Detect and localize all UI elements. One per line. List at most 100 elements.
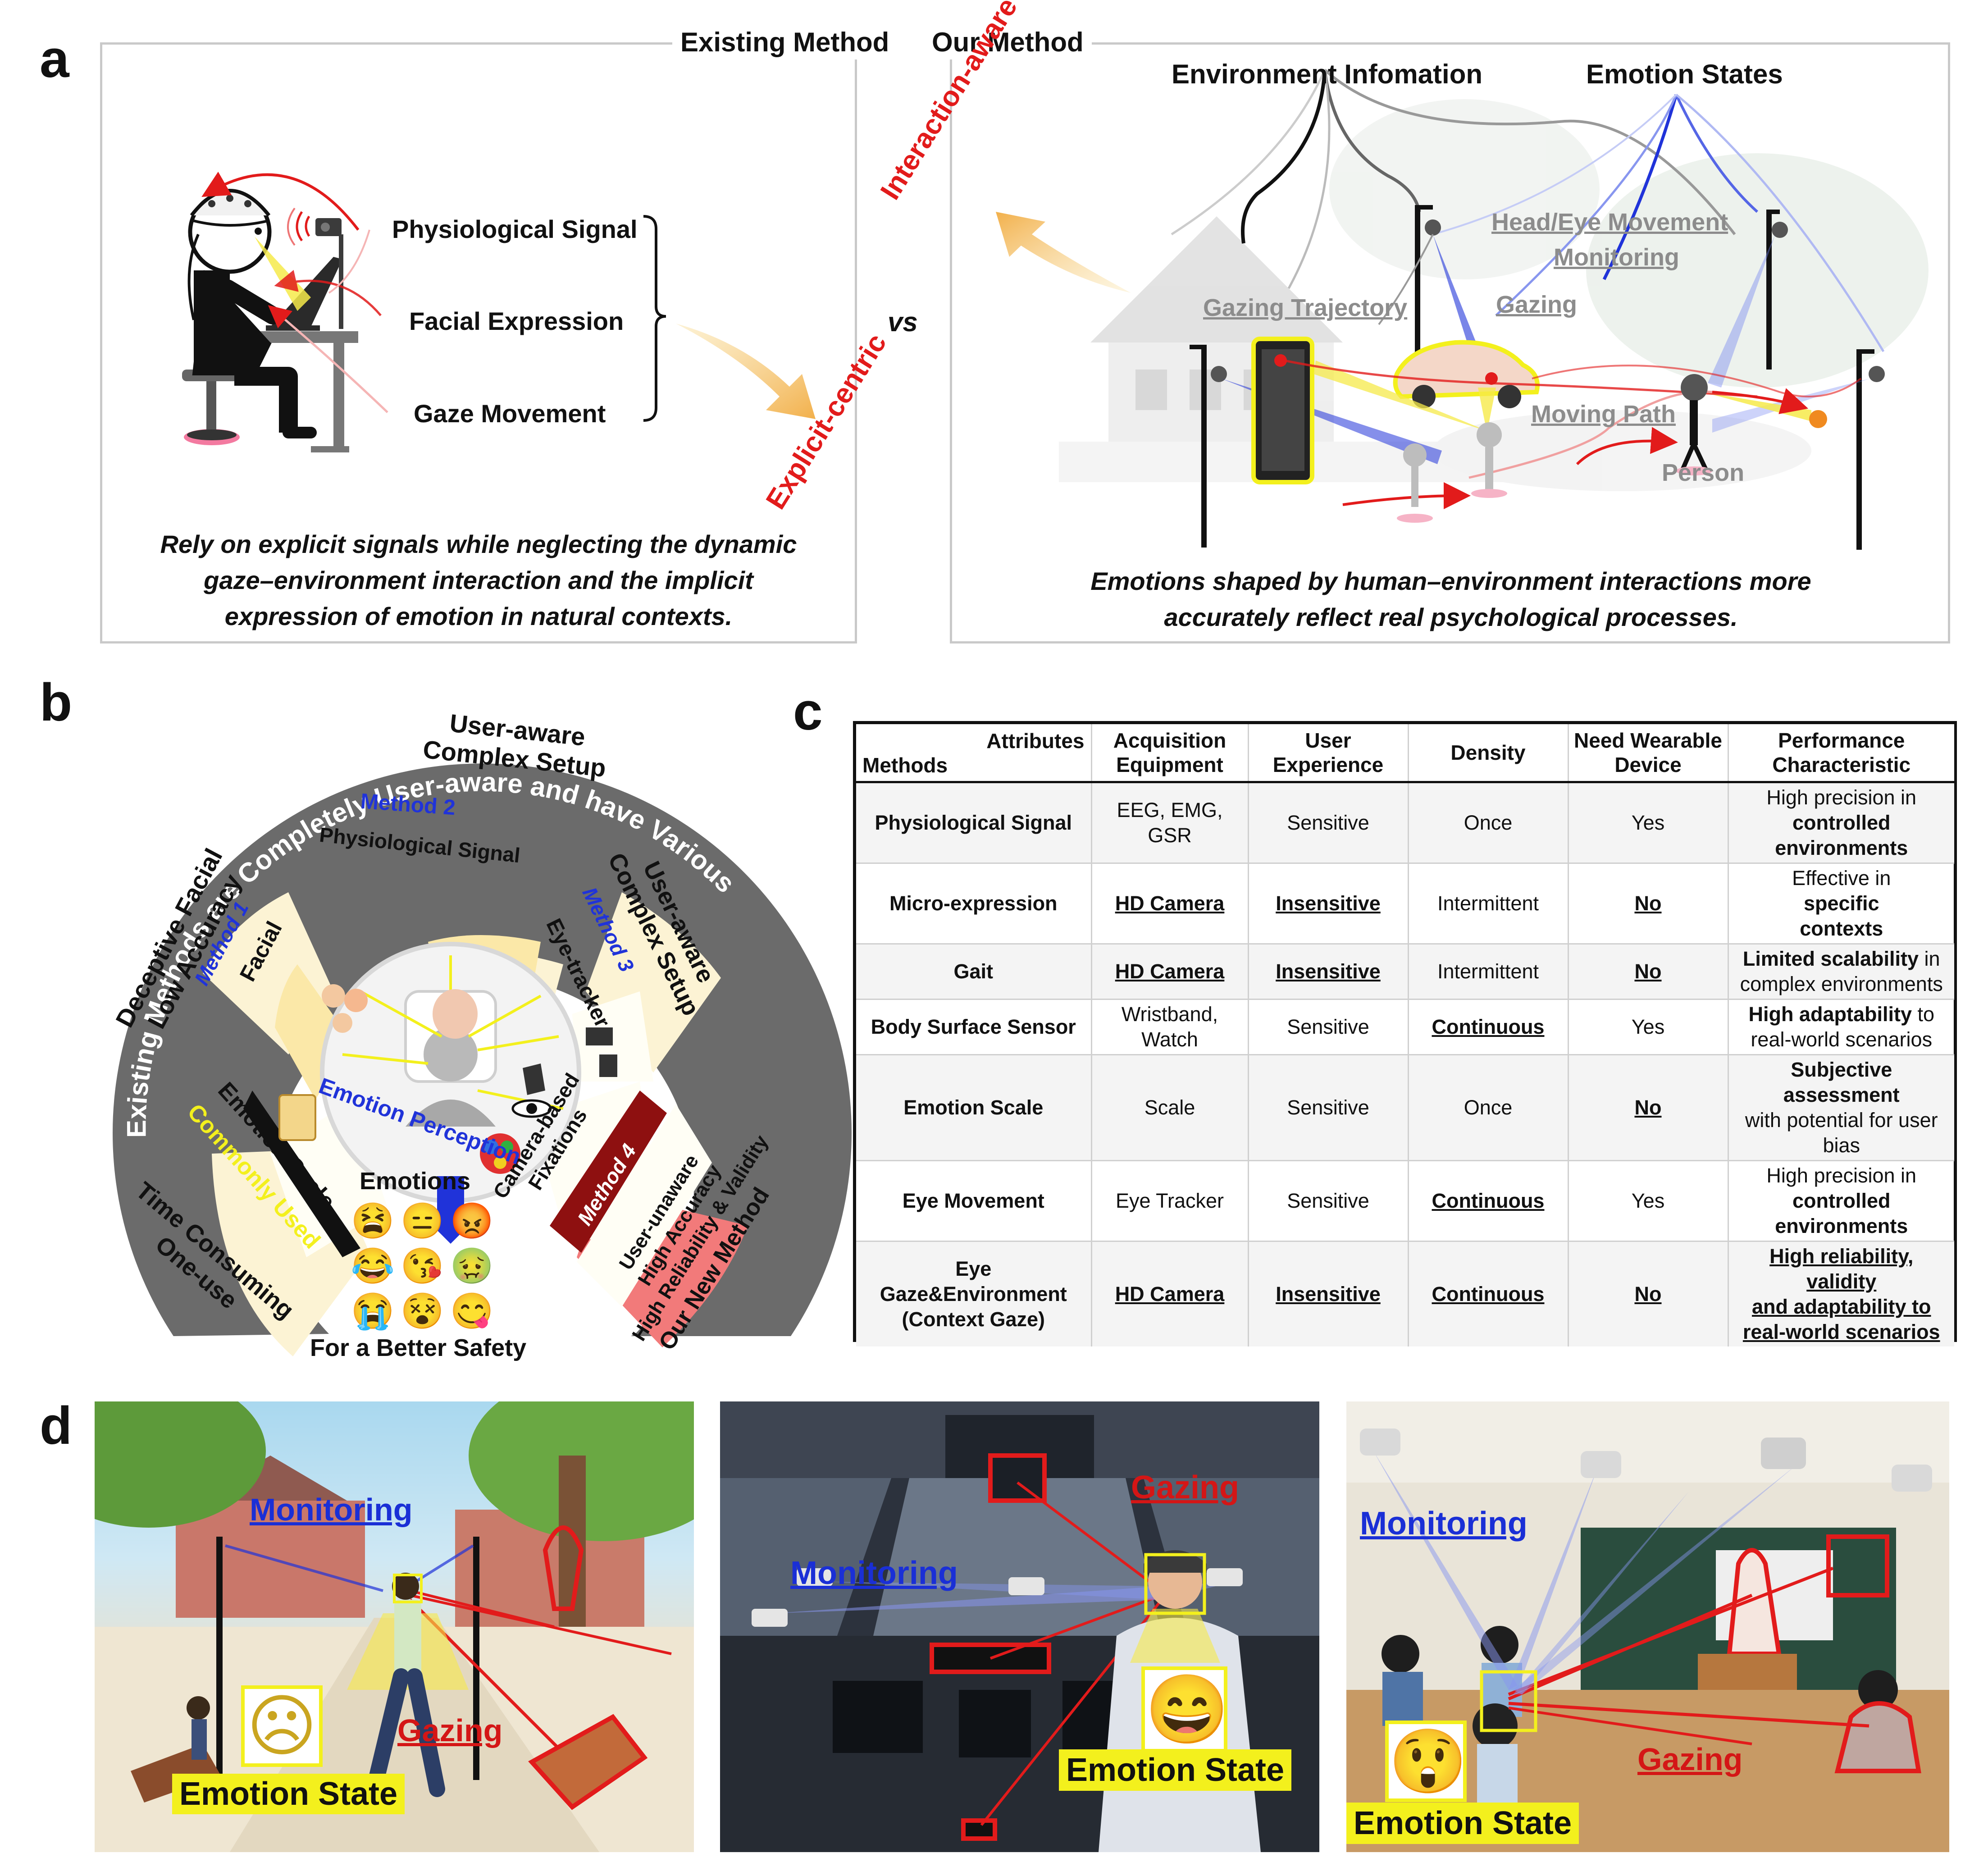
acquisition-cell: Wristband, Watch (1091, 998, 1249, 1054)
emoji-face: 😋 (450, 1291, 494, 1331)
signal-facial-expression: Facial Expression (409, 307, 624, 335)
emoji-grid: 😫 😑 😡 😂 😘 🤢 😭 😵 😋 (348, 1200, 497, 1331)
header-line: Acquisition (1113, 728, 1227, 752)
acquisition-cell-text: HD Camera (1115, 891, 1225, 915)
acquisition-cell: HD Camera (1091, 862, 1249, 944)
density-cell-text: Intermittent (1437, 959, 1539, 983)
performance-text: environments (1775, 836, 1908, 859)
header-methods-attributes: Methods Attributes (856, 724, 1092, 783)
classroom-illustration (1346, 1401, 1949, 1852)
classroom-monitoring-label: Monitoring (1360, 1506, 1527, 1542)
density-cell-text: Once (1464, 1095, 1513, 1119)
signal-gaze-movement: Gaze Movement (414, 399, 606, 428)
acquisition-cell-text: Eye Tracker (1115, 1189, 1224, 1212)
performance-text: contexts (1800, 917, 1883, 940)
cockpit-emotion-state-label: Emotion State (1059, 1749, 1292, 1791)
method-cell-text: Body Surface Sensor (871, 1015, 1076, 1038)
wearable-cell-text: Yes (1631, 1015, 1665, 1038)
method-cell-text: Physiological Signal (875, 811, 1072, 834)
user-experience-cell: Insensitive (1248, 1240, 1409, 1346)
acquisition-cell: Scale (1091, 1054, 1249, 1160)
panel-letter-a: a (40, 29, 69, 89)
our-method-tag: Our Method (924, 25, 1092, 59)
emoji-face: 😡 (450, 1201, 494, 1241)
environment-information-label: Environment Infomation (1172, 59, 1482, 89)
signal-physiological: Physiological Signal (392, 215, 638, 243)
header-line: Device (1614, 753, 1682, 776)
acquisition-cell: EEG, EMG, GSR (1091, 781, 1249, 863)
density-cell-text: Continuous (1432, 1015, 1545, 1038)
table-row: Micro-expression HD Camera Insensitive Inte… (856, 862, 1954, 944)
header-density: Density (1408, 724, 1569, 783)
performance-text: specific (1803, 891, 1879, 915)
vs-label: vs (888, 307, 918, 337)
performance-text: bias (1823, 1133, 1860, 1157)
density-cell: Once (1408, 781, 1569, 863)
performance-text: to (1911, 1002, 1935, 1026)
user-experience-cell: Insensitive (1248, 862, 1409, 944)
caption-line: Rely on explicit signals while neglectin… (160, 530, 797, 558)
emoji-face: 🤢 (450, 1246, 494, 1286)
wearable-cell: No (1568, 943, 1729, 999)
performance-text: controlled (1792, 1189, 1891, 1212)
moving-path-label: Moving Path (1531, 401, 1676, 428)
user-experience-cell: Sensitive (1248, 998, 1409, 1054)
density-cell: Intermittent (1408, 862, 1569, 944)
method-cell-text: Micro-expression (889, 891, 1058, 915)
park-gazing-label: Gazing (397, 1713, 503, 1748)
acquisition-cell-text: Scale (1144, 1095, 1195, 1119)
acquisition-cell: HD Camera (1091, 943, 1249, 999)
method-cell: Gait (856, 943, 1092, 999)
user-experience-cell: Sensitive (1248, 1054, 1409, 1160)
method-cell-text: Gait (953, 959, 994, 983)
cockpit-gazing-label: Gazing (1131, 1470, 1240, 1506)
wearable-cell: No (1568, 1054, 1729, 1160)
caption-line: gaze–environment interaction and the imp… (204, 566, 753, 594)
performance-text: complex environments (1740, 972, 1943, 995)
user-experience-cell-text: Insensitive (1276, 959, 1381, 983)
user-experience-cell-text: Sensitive (1287, 1095, 1369, 1119)
table-row: Eye Gaze&Environment (Context Gaze)HD Ca… (856, 1240, 1954, 1346)
acquisition-cell: Eye Tracker (1091, 1159, 1249, 1241)
acquisition-cell-text: HD Camera (1115, 959, 1225, 983)
performance-text: Limited scalability (1742, 947, 1919, 970)
gazing-trajectory-label: Gazing Trajectory (1203, 294, 1408, 321)
performance-text: controlled (1792, 811, 1891, 834)
method-cell: Physiological Signal (856, 781, 1092, 863)
density-cell: Continuous (1408, 998, 1569, 1054)
user-experience-cell: Insensitive (1248, 943, 1409, 999)
header-line: Performance (1778, 728, 1905, 752)
emoji-face: 😵 (400, 1291, 444, 1331)
gazing-label: Gazing (1496, 291, 1578, 318)
user-experience-cell-text: Insensitive (1276, 891, 1381, 915)
caption-line: Emotions shaped by human–environment int… (1090, 567, 1811, 595)
classroom-gazing-label: Gazing (1637, 1742, 1743, 1777)
method-cell: Eye Movement (856, 1159, 1092, 1241)
density-cell: Intermittent (1408, 943, 1569, 999)
acquisition-cell: HD Camera (1091, 1240, 1249, 1346)
head-eye-movement-label: Head/Eye Movement (1491, 209, 1728, 236)
header-user-experience: User Experience (1248, 724, 1409, 783)
header-line: Characteristic (1772, 753, 1911, 776)
performance-text: in (1919, 947, 1940, 970)
wearable-cell: Yes (1568, 781, 1729, 863)
wearable-cell: No (1568, 862, 1729, 944)
density-cell: Once (1408, 1054, 1569, 1160)
monitoring-label: Monitoring (1554, 244, 1679, 271)
scene-classroom: 😲 Monitoring Gazing Emotion State (1346, 1401, 1949, 1852)
acquisition-cell-text: HD Camera (1115, 1282, 1225, 1305)
wearable-cell-text: No (1634, 959, 1662, 983)
